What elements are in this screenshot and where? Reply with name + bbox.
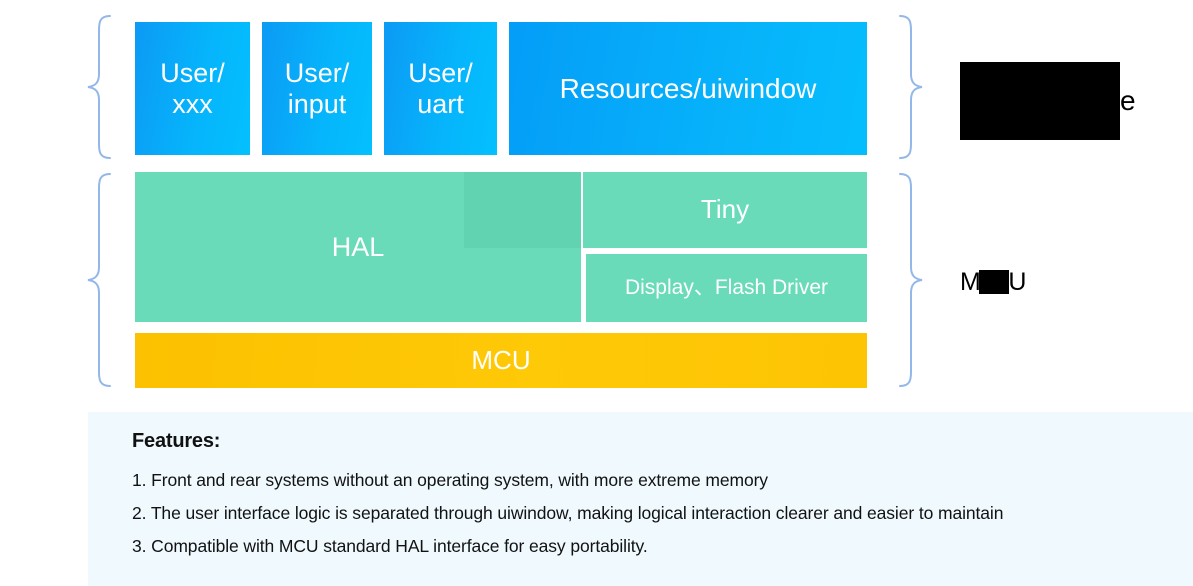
label-mcu-prefix: M: [960, 267, 981, 296]
block-resources-uiwindow-label: Resources/uiwindow: [559, 72, 817, 104]
features-panel: Features: 1. Front and rear systems with…: [88, 412, 1193, 586]
label-application-layer: e: [960, 62, 1136, 140]
block-user-xxx-label: User/xxx: [160, 58, 225, 119]
brace-middleware-left: [86, 172, 112, 388]
redaction-mcu-label: [979, 270, 1010, 294]
features-title: Features:: [132, 430, 221, 452]
block-user-xxx[interactable]: User/xxx: [135, 22, 250, 155]
block-hal-label: HAL: [331, 231, 385, 262]
block-display-flash-driver[interactable]: Display、Flash Driver: [586, 254, 867, 322]
feature-item-1: 1. Front and rear systems without an ope…: [132, 470, 768, 490]
brace-middleware-right: [898, 172, 924, 388]
label-application-suffix: e: [1120, 85, 1136, 116]
feature-item-3: 3. Compatible with MCU standard HAL inte…: [132, 536, 648, 556]
block-tiny[interactable]: Tiny: [583, 172, 867, 248]
feature-item-2: 2. The user interface logic is separated…: [132, 503, 1004, 523]
label-mcu-suffix: U: [1008, 267, 1026, 296]
block-mcu-label: MCU: [471, 344, 531, 375]
brace-application-right: [898, 14, 924, 160]
block-user-uart-label: User/uart: [408, 58, 473, 119]
block-user-uart[interactable]: User/uart: [384, 22, 497, 155]
redaction-application-label: [960, 62, 1120, 140]
brace-application-left: [86, 14, 112, 160]
block-mcu[interactable]: MCU: [135, 333, 867, 388]
block-tiny-label: Tiny: [700, 194, 750, 225]
block-user-input[interactable]: User/input: [262, 22, 372, 155]
block-tiny-overlap-region: [464, 172, 581, 248]
block-user-input-label: User/input: [284, 58, 350, 119]
block-resources-uiwindow[interactable]: Resources/uiwindow: [509, 22, 867, 155]
block-display-flash-driver-label: Display、Flash Driver: [624, 276, 829, 300]
